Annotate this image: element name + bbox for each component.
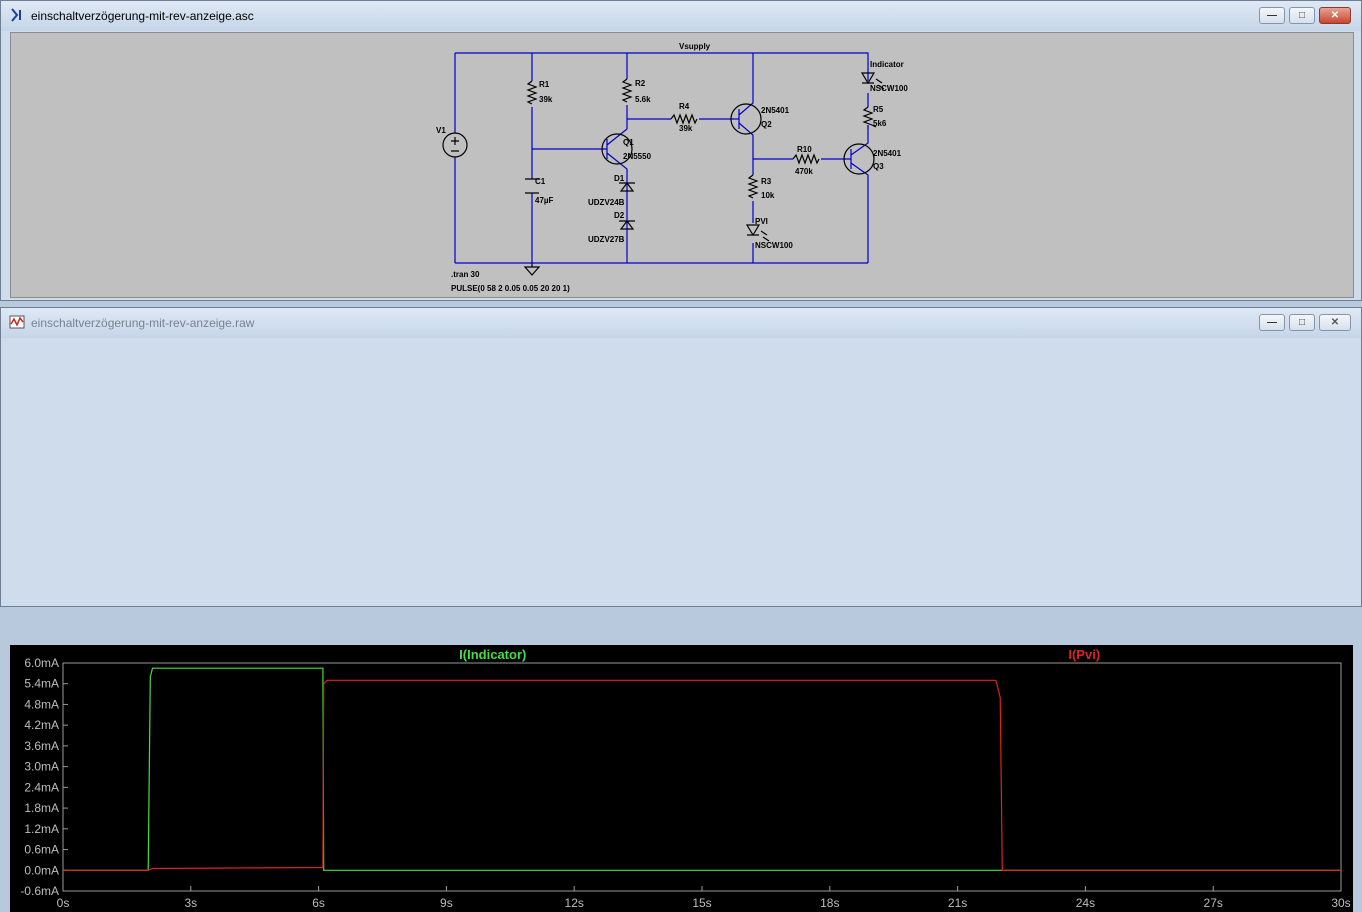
x-tick-label: 30s [1331,896,1350,910]
label-r1: R1 [539,80,550,89]
trace-i-pvi-[interactable] [63,679,1341,871]
label-r5: R5 [873,105,884,114]
label-d2: D2 [614,211,625,220]
y-tick-label: 3.6mA [24,739,59,753]
y-tick-label: 0.6mA [24,843,59,857]
minimize-icon: — [1267,10,1277,21]
plot-maximize-button[interactable]: □ [1289,314,1315,331]
plot-window-title: einschaltverzögerung-mit-rev-anzeige.raw [31,316,255,330]
schematic-wires [454,52,869,264]
waveform-viewer[interactable]: 6.0mA 5.4mA 4.8mA 4.2mA 3.6mA 3.0mA 2.4mA 1.8mA… [10,645,1353,912]
schematic-window-title: einschaltverzögerung-mit-rev-anzeige.asc [31,9,254,23]
x-tick-label: 12s [565,896,584,910]
plot-titlebar[interactable]: einschaltverzögerung-mit-rev-anzeige.raw… [1,308,1361,338]
label-q2: Q2 [761,120,772,129]
close-icon: ✕ [1330,10,1340,21]
schematic-canvas[interactable]: Vsupply V1 R1 39k R2 5.6k R4 39k Q1 2N55… [10,32,1354,298]
plot-frame [62,662,1342,892]
schematic-titlebar[interactable]: einschaltverzögerung-mit-rev-anzeige.asc… [1,1,1361,31]
y-tick-label: 0.0mA [24,863,59,877]
net-label-vsupply: Vsupply [679,42,711,51]
legend-i-pvi-[interactable]: I(Pvi) [1068,647,1100,662]
label-d2-model: UDZV27B [588,235,625,244]
minimize-icon: — [1267,317,1277,328]
schematic-drawing: Vsupply V1 R1 39k R2 5.6k R4 39k Q1 2N55… [436,42,908,293]
label-r10-value: 470k [795,167,813,176]
label-q3: Q3 [873,162,884,171]
label-r2-value: 5.6k [635,95,651,104]
y-tick-label: 5.4mA [24,677,59,691]
x-tick-label: 6s [312,896,325,910]
label-q3-model: 2N5401 [873,149,902,158]
schematic-window: einschaltverzögerung-mit-rev-anzeige.asc… [0,0,1362,301]
maximize-icon: □ [1298,10,1306,21]
y-tick-label: 1.8mA [24,801,59,815]
close-icon: ✕ [1330,317,1340,328]
y-tick-label: 1.2mA [24,822,59,836]
directive-pulse: PULSE(0 58 2 0.05 0.05 20 20 1) [451,284,570,293]
x-tick-label: 15s [692,896,711,910]
label-r10: R10 [797,145,812,154]
waveform-chart[interactable]: 6.0mA 5.4mA 4.8mA 4.2mA 3.6mA 3.0mA 2.4mA 1.8mA… [10,645,1353,912]
y-tick-label: -0.6mA [20,884,59,898]
label-r3-value: 10k [761,191,775,200]
plot-minimize-button[interactable]: — [1259,314,1285,331]
x-tick-label: 9s [440,896,453,910]
label-indicator: Indicator [870,60,904,69]
y-tick-label: 4.8mA [24,697,59,711]
label-r2: R2 [635,79,646,88]
label-r3: R3 [761,177,772,186]
ltspice-schematic-icon [11,8,21,22]
directive-tran: .tran 30 [451,270,480,279]
y-tick-label: 3.0mA [24,760,59,774]
plot-window: einschaltverzögerung-mit-rev-anzeige.raw… [0,307,1362,912]
label-r1-value: 39k [539,95,553,104]
x-tick-label: 0s [57,896,70,910]
maximize-icon: □ [1298,317,1306,328]
label-r5-value: 5k6 [873,119,887,128]
plot-close-button[interactable]: ✕ [1319,314,1351,331]
x-tick-label: 18s [820,896,839,910]
label-c1: C1 [535,177,546,186]
label-q1: Q1 [623,138,634,147]
label-c1-value: 47µF [535,196,554,205]
x-tick-label: 3s [184,896,197,910]
schematic-components [442,72,885,276]
waveform-icon [9,315,25,329]
label-q1-model: 2N5550 [623,152,652,161]
label-d1: D1 [614,174,625,183]
trace-i-indicator-[interactable] [63,667,1341,871]
label-pvi-model: NSCW100 [755,241,793,250]
schematic-close-button[interactable]: ✕ [1319,7,1351,24]
y-tick-label: 6.0mA [24,656,59,670]
schematic-minimize-button[interactable]: — [1259,7,1285,24]
label-r4: R4 [679,102,690,111]
x-tick-label: 21s [948,896,967,910]
x-tick-label: 24s [1076,896,1095,910]
label-r4-value: 39k [679,124,693,133]
schematic-maximize-button[interactable]: □ [1289,7,1315,24]
label-q2-model: 2N5401 [761,106,790,115]
y-tick-label: 2.4mA [24,780,59,794]
x-tick-label: 27s [1204,896,1223,910]
y-tick-label: 4.2mA [24,718,59,732]
label-indicator-model: NSCW100 [870,84,908,93]
label-pvi: PVI [755,217,768,226]
label-v1: V1 [436,126,446,135]
legend-i-indicator-[interactable]: I(Indicator) [459,647,526,662]
label-d1-model: UDZV24B [588,198,625,207]
